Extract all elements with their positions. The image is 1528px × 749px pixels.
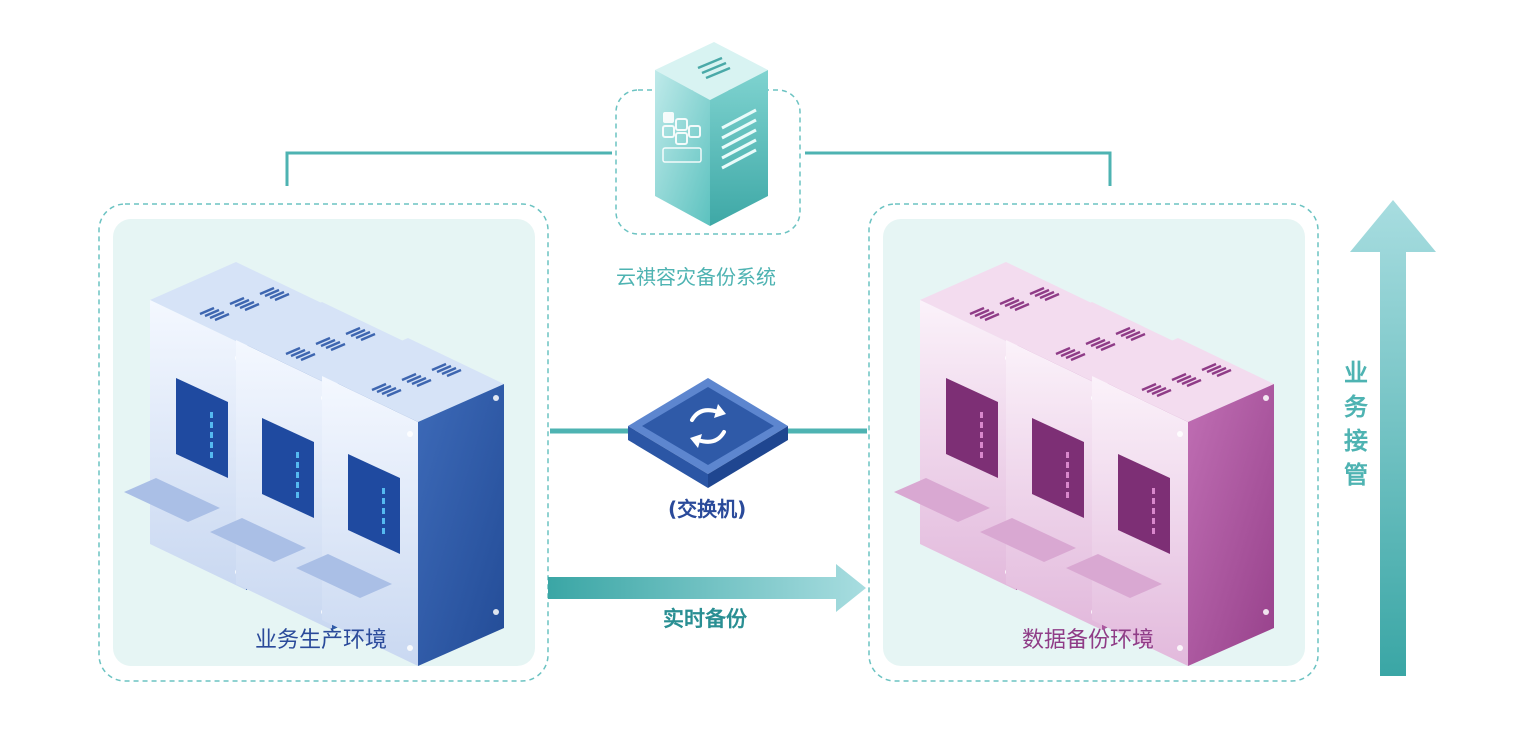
production-server-rack-icon xyxy=(124,262,504,666)
backup-system-label: 云祺容灾备份系统 xyxy=(616,265,776,289)
system-connector-line xyxy=(285,151,1112,186)
server-tower-icon xyxy=(1066,338,1274,666)
production-env-frame xyxy=(98,203,549,682)
realtime-backup-arrow xyxy=(548,564,866,612)
takeover-label: 业务接管 xyxy=(1344,359,1368,489)
takeover-arrow xyxy=(1350,200,1436,676)
backup-env-frame xyxy=(868,203,1319,682)
switch-icon xyxy=(628,378,788,488)
backup-server-rack-icon xyxy=(894,262,1274,666)
realtime-backup-label: 实时备份 xyxy=(663,607,747,631)
vinchin-logo-icon xyxy=(662,112,702,163)
switch-label: (交换机) xyxy=(668,497,747,521)
backup-system-server-icon xyxy=(655,42,768,226)
backup-env-label: 数据备份环境 xyxy=(1022,628,1155,653)
server-tower-icon xyxy=(296,338,504,666)
sync-arrows-icon xyxy=(690,408,726,444)
production-env-label: 业务生产环境 xyxy=(255,628,388,653)
backup-system-frame xyxy=(615,89,801,235)
